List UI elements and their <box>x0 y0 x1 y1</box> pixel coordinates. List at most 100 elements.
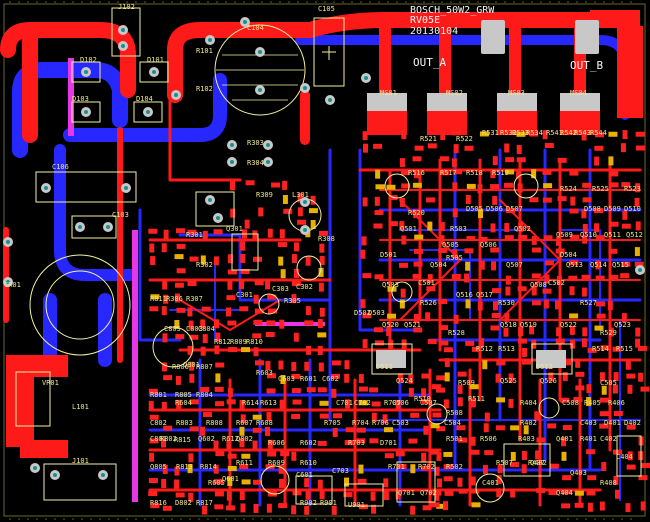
designator-r606: R606 <box>268 439 285 447</box>
smd-pad <box>305 256 311 266</box>
smd-pad <box>399 158 405 168</box>
designator-r510: R510 <box>414 395 431 403</box>
smd-pad <box>508 398 514 408</box>
drill-hole <box>266 160 270 164</box>
smd-pad <box>413 327 423 333</box>
top-copper-layer <box>0 12 642 507</box>
smd-pad <box>608 131 618 137</box>
smd-pad <box>227 453 237 459</box>
drill-hole <box>216 216 220 220</box>
smd-pad <box>267 451 277 457</box>
smd-pad <box>443 464 453 470</box>
smd-pad <box>253 319 263 325</box>
smd-pad <box>505 208 515 214</box>
designator-r517: R517 <box>440 169 457 177</box>
smd-pad <box>254 308 264 314</box>
smd-pad <box>531 286 537 296</box>
smd-pad <box>148 400 154 410</box>
edge-dot <box>90 1 92 3</box>
smd-pad <box>436 387 446 393</box>
smd-pad <box>344 440 354 446</box>
smd-pad <box>332 413 342 419</box>
smd-pad <box>282 180 288 190</box>
edge-dot <box>585 518 587 520</box>
drill-hole <box>638 268 642 272</box>
smd-pad <box>582 197 592 203</box>
edge-dot <box>207 1 209 3</box>
designator-c106: C106 <box>52 163 69 171</box>
smd-pad <box>227 320 237 326</box>
designator-r521: R521 <box>420 135 437 143</box>
smd-pad <box>413 209 419 219</box>
smd-pad <box>162 280 168 290</box>
designator-q506: Q506 <box>480 241 497 249</box>
edge-dot <box>180 1 182 3</box>
designator-q516: Q516 <box>456 291 473 299</box>
smd-pad <box>388 221 398 227</box>
smd-pad <box>599 423 609 429</box>
edge-dot <box>414 1 416 3</box>
smd-pad <box>575 358 581 368</box>
smd-pad <box>574 502 584 508</box>
designator-q523: Q523 <box>614 321 631 329</box>
smd-pad <box>267 228 273 238</box>
smd-pad <box>443 451 453 457</box>
smd-pad <box>240 347 250 353</box>
smd-pad <box>427 143 437 149</box>
smd-pad <box>556 275 562 285</box>
smd-pad <box>176 399 182 409</box>
smd-pad <box>163 294 169 304</box>
edge-dot <box>117 1 119 3</box>
smd-pad <box>187 229 197 235</box>
smd-pad <box>608 156 614 166</box>
designator-r803: R803 <box>176 419 193 427</box>
smd-pad <box>401 183 411 189</box>
smd-pad <box>291 254 297 264</box>
designator-c507: C507 <box>420 399 437 407</box>
drill-hole <box>243 20 247 24</box>
smd-pad <box>466 183 476 189</box>
drill-hole <box>174 93 178 97</box>
smd-pad <box>163 425 173 431</box>
smd-pad <box>226 295 236 301</box>
smd-pad <box>188 453 194 463</box>
designator-r532: R532 <box>500 129 517 137</box>
smd-pad <box>531 273 541 279</box>
smd-pad <box>239 306 249 312</box>
smd-pad <box>357 478 367 484</box>
smd-pad <box>395 400 401 410</box>
smd-pad <box>440 170 450 176</box>
designator-r542: R542 <box>560 129 577 137</box>
designator-q502: Q502 <box>514 225 531 233</box>
smd-pad <box>516 144 522 154</box>
smd-pad <box>570 339 576 349</box>
smd-pad <box>638 475 648 481</box>
smd-pad <box>505 286 511 296</box>
smd-pad <box>149 414 159 420</box>
designator-q505: Q505 <box>442 241 459 249</box>
smd-pad <box>304 361 310 371</box>
smd-pad <box>267 308 277 314</box>
designator-c603: C603 <box>278 375 295 383</box>
designator-r513: R513 <box>498 345 515 353</box>
smd-pad <box>569 260 579 266</box>
edge-dot <box>153 518 155 520</box>
edge-dot <box>36 518 38 520</box>
smd-pad <box>466 236 476 242</box>
smd-pad <box>516 169 522 179</box>
designator-r402: R402 <box>520 419 537 427</box>
designator-r816: R816 <box>150 499 167 507</box>
smd-pad <box>517 338 527 344</box>
smd-pad <box>626 464 636 470</box>
smd-pad <box>495 425 505 431</box>
designator-c103: C103 <box>112 211 129 219</box>
edge-dot <box>27 518 29 520</box>
smd-pad <box>399 262 409 268</box>
smd-pad <box>161 479 167 489</box>
smd-pad <box>503 327 509 337</box>
designator-q520: Q520 <box>382 321 399 329</box>
edge-dot <box>477 518 479 520</box>
designator-r607: R607 <box>236 419 253 427</box>
smd-pad <box>436 451 442 461</box>
